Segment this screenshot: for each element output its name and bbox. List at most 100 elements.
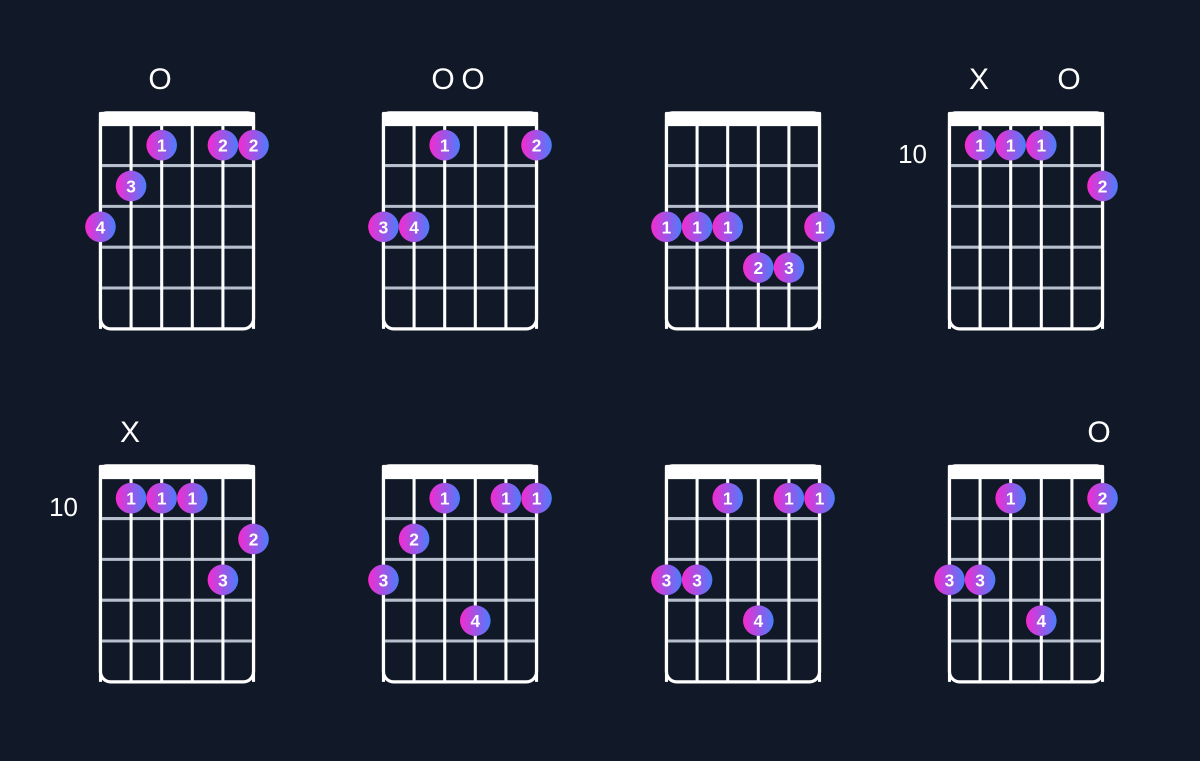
finger-number: 1 <box>723 489 733 509</box>
finger-dot[interactable]: 1 <box>995 129 1026 161</box>
finger-dot[interactable]: 1 <box>1026 129 1057 161</box>
finger-dot[interactable]: 1 <box>964 129 996 161</box>
finger-dot[interactable]: 2 <box>238 523 269 555</box>
finger-dot[interactable]: 1 <box>115 482 147 514</box>
finger-dot[interactable]: 1 <box>773 482 805 514</box>
finger-number: 2 <box>1098 489 1108 509</box>
finger-dot[interactable]: 2 <box>398 523 430 555</box>
finger-dot[interactable]: 3 <box>773 252 805 283</box>
finger-number: 2 <box>753 258 763 278</box>
finger-number: 1 <box>723 217 733 237</box>
finger-dot[interactable]: 2 <box>521 129 552 161</box>
finger-dot[interactable]: 1 <box>429 482 460 514</box>
finger-number: 3 <box>379 217 389 237</box>
finger-dot[interactable]: 4 <box>398 211 430 243</box>
finger-dot[interactable]: 3 <box>368 211 399 243</box>
finger-dot[interactable]: 1 <box>681 211 713 243</box>
finger-number: 4 <box>409 217 419 237</box>
finger-dot[interactable]: 2 <box>743 252 774 283</box>
finger-dot[interactable]: 2 <box>238 129 269 161</box>
finger-number: 1 <box>501 489 511 509</box>
finger-dot[interactable]: 1 <box>804 211 835 243</box>
finger-dot[interactable]: 3 <box>681 564 713 596</box>
finger-number: 4 <box>1036 611 1046 631</box>
open-string-marker: O <box>431 63 455 96</box>
finger-dot[interactable]: 1 <box>146 482 177 514</box>
finger-dot[interactable]: 2 <box>207 129 239 161</box>
finger-dot[interactable]: 1 <box>146 129 177 161</box>
finger-dot[interactable]: 1 <box>712 482 743 514</box>
finger-number: 1 <box>975 136 985 156</box>
finger-number: 1 <box>1036 136 1046 156</box>
finger-dot[interactable]: 4 <box>460 605 491 636</box>
finger-number: 1 <box>784 489 794 509</box>
finger-dot[interactable]: 3 <box>934 564 965 596</box>
finger-dot[interactable]: 1 <box>651 211 682 243</box>
finger-dot[interactable]: 1 <box>995 482 1026 514</box>
finger-dot[interactable]: 4 <box>1026 605 1057 636</box>
finger-dot[interactable]: 3 <box>651 564 682 596</box>
finger-number: 1 <box>187 489 197 509</box>
finger-dot[interactable]: 2 <box>1087 482 1118 514</box>
finger-dot[interactable]: 3 <box>115 170 147 202</box>
finger-dot[interactable]: 1 <box>804 482 835 514</box>
finger-dot[interactable]: 1 <box>712 211 743 243</box>
finger-number: 1 <box>815 489 825 509</box>
finger-dot[interactable]: 3 <box>964 564 996 596</box>
finger-dot[interactable]: 3 <box>368 564 399 596</box>
finger-dot[interactable]: 1 <box>429 129 460 161</box>
finger-dot[interactable]: 4 <box>85 211 116 243</box>
fret-position-label: 10 <box>898 139 927 169</box>
finger-number: 2 <box>532 136 542 156</box>
finger-number: 1 <box>157 489 167 509</box>
finger-number: 1 <box>1006 489 1016 509</box>
finger-dot[interactable]: 1 <box>490 482 522 514</box>
muted-string-marker: X <box>968 63 989 96</box>
finger-dot[interactable]: 3 <box>207 564 239 596</box>
finger-number: 3 <box>945 570 955 590</box>
finger-number: 4 <box>470 611 480 631</box>
finger-number: 1 <box>126 489 136 509</box>
finger-number: 1 <box>157 136 167 156</box>
open-string-marker: O <box>461 63 485 96</box>
finger-number: 3 <box>692 570 702 590</box>
finger-number: 3 <box>126 177 136 197</box>
finger-number: 1 <box>662 217 672 237</box>
finger-number: 1 <box>692 217 702 237</box>
finger-number: 1 <box>1006 136 1016 156</box>
finger-dot[interactable]: 2 <box>1087 170 1118 202</box>
finger-number: 2 <box>249 136 259 156</box>
open-string-marker: O <box>148 63 172 96</box>
open-string-marker: O <box>1057 63 1081 96</box>
finger-number: 2 <box>249 530 259 550</box>
finger-dot[interactable]: 1 <box>521 482 552 514</box>
open-string-marker: O <box>1087 416 1111 449</box>
finger-number: 2 <box>409 530 419 550</box>
finger-dot[interactable]: 1 <box>177 482 208 514</box>
finger-dot[interactable]: 4 <box>743 605 774 636</box>
